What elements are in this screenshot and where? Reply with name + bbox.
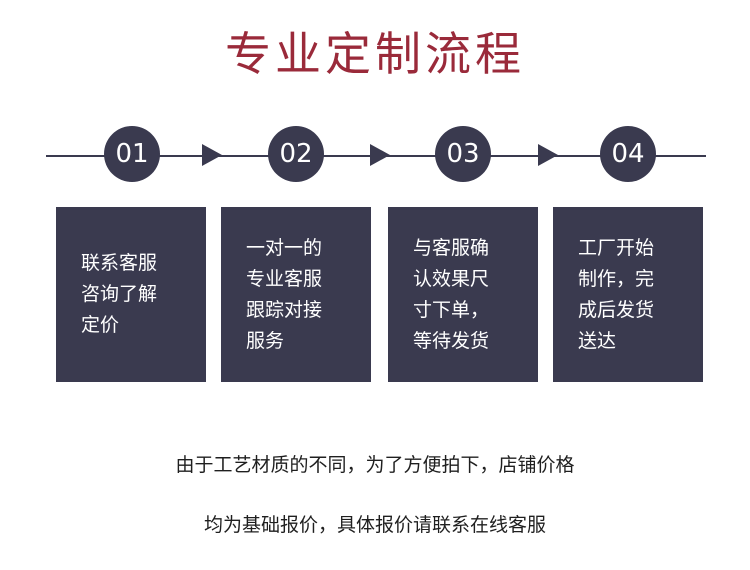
footer-line-1: 由于工艺材质的不同，为了方便拍下，店铺价格 <box>175 454 575 476</box>
step-card-2: 一对一的 专业客服 跟踪对接 服务 <box>221 207 371 382</box>
step-card-text: 工厂开始 制作，完 成后发货 送达 <box>578 236 655 352</box>
step-number-1: 01 <box>104 126 160 182</box>
process-timeline: 01 02 03 04 <box>0 120 750 190</box>
step-number-4: 04 <box>600 126 656 182</box>
step-number-3: 03 <box>435 126 491 182</box>
arrow-right-icon <box>202 144 222 166</box>
step-card-1: 联系客服 咨询了解 定价 <box>56 207 206 382</box>
arrow-right-icon <box>370 144 390 166</box>
arrow-right-icon <box>538 144 558 166</box>
step-card-3: 与客服确 认效果尺 寸下单， 等待发货 <box>388 207 538 382</box>
step-card-text: 与客服确 认效果尺 寸下单， 等待发货 <box>413 236 490 352</box>
step-card-text: 一对一的 专业客服 跟踪对接 服务 <box>246 236 323 352</box>
step-card-text: 联系客服 咨询了解 定价 <box>81 252 158 336</box>
footer-note: 由于工艺材质的不同，为了方便拍下，店铺价格 均为基础报价，具体报价请联系在线客服 <box>0 420 750 570</box>
page-title: 专业定制流程 <box>225 27 525 81</box>
footer-line-2: 均为基础报价，具体报价请联系在线客服 <box>203 514 546 536</box>
step-card-4: 工厂开始 制作，完 成后发货 送达 <box>553 207 703 382</box>
step-number-2: 02 <box>268 126 324 182</box>
